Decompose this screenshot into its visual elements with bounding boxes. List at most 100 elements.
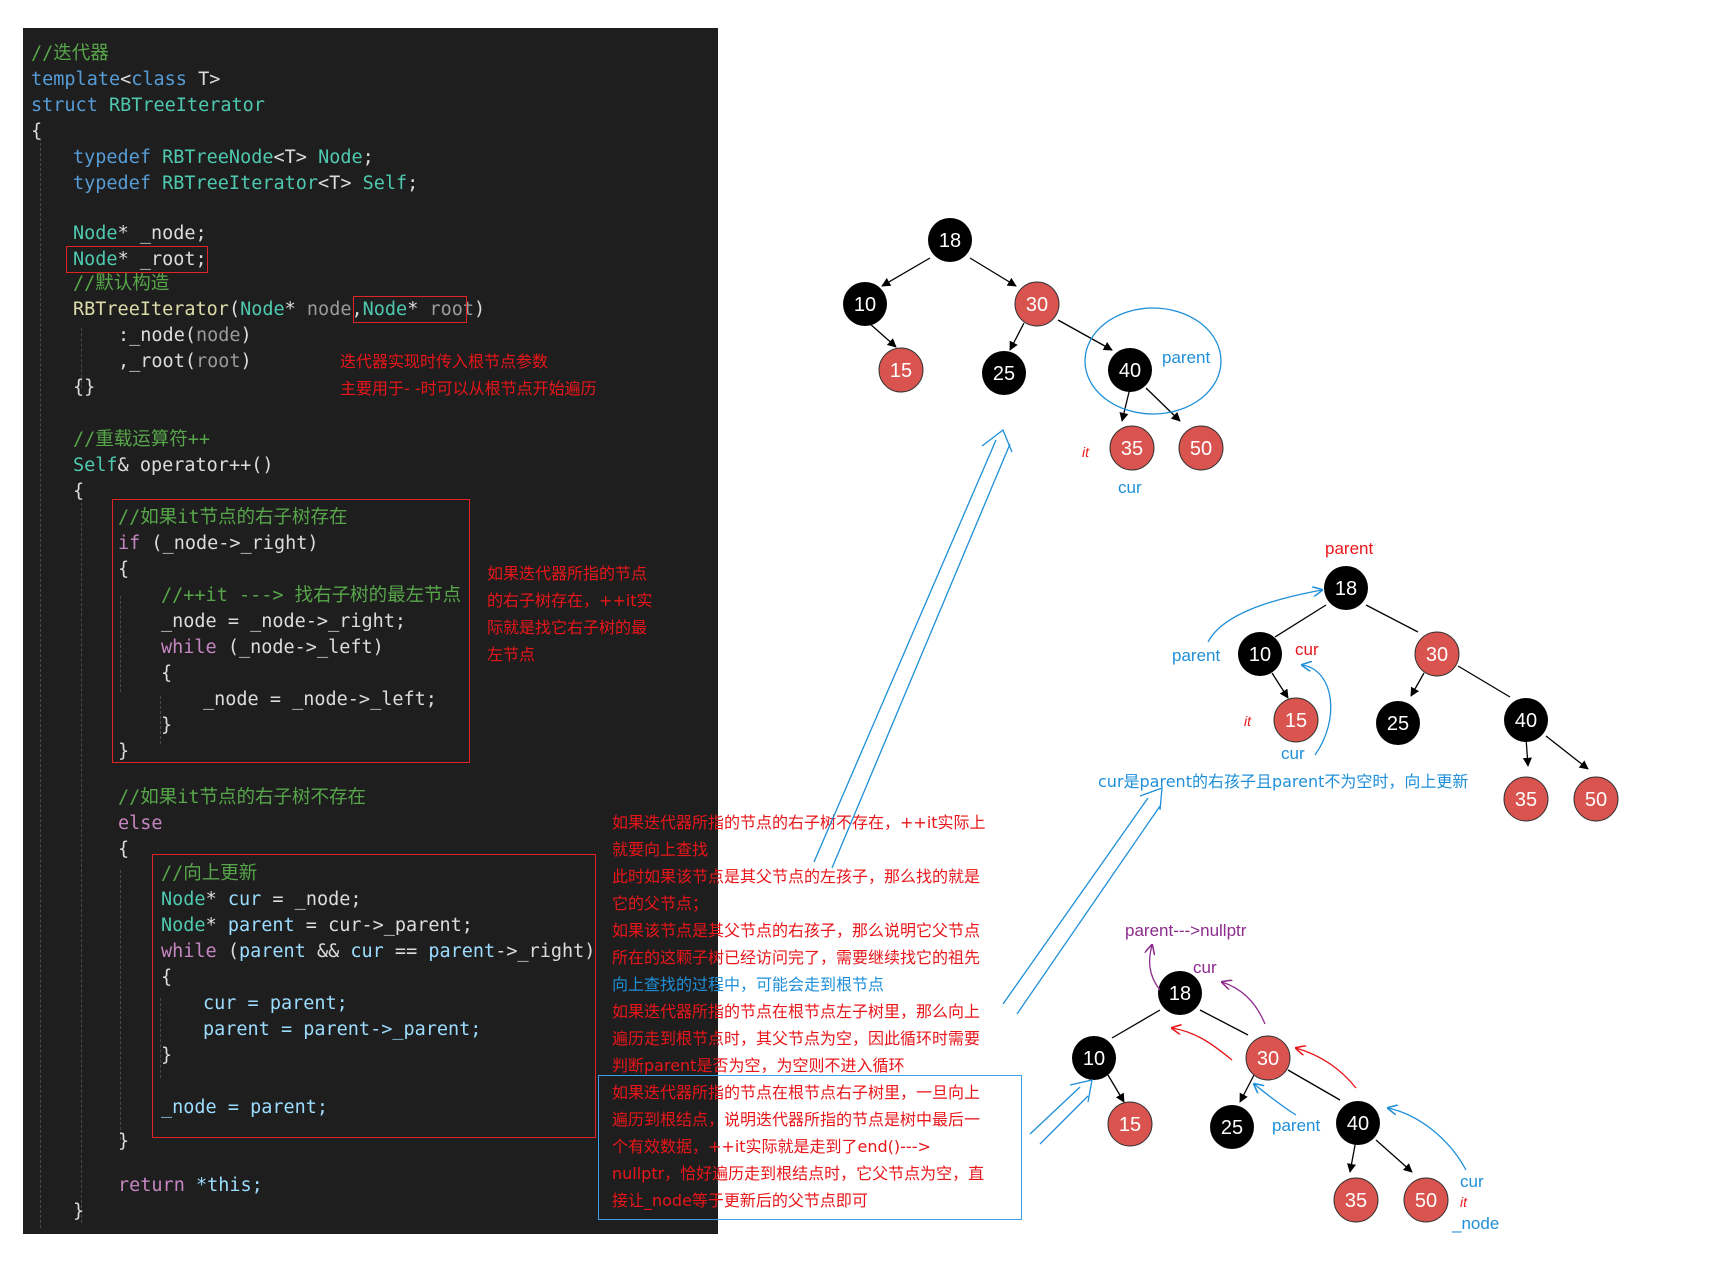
code-token: ; [407, 173, 419, 194]
code-token: T> [186, 69, 221, 90]
code-token: { [73, 481, 85, 502]
right-missing-note2-line: 如果迭代器所指的节点在根节点左子树里，那么向上 [612, 1002, 981, 1021]
tree-1: 18 10 30 15 25 40 35 50 parent it cur [843, 218, 1224, 497]
tree-node-red [1107, 1101, 1153, 1147]
code-type: Node [318, 147, 363, 168]
code-token: (_node->_left) [227, 637, 384, 658]
node-label: 18 [939, 230, 961, 252]
code-line: //++it ---> 找右子树的最左节点 [161, 584, 461, 608]
code-var: cur [227, 889, 262, 910]
tree-node-black [1072, 1036, 1116, 1080]
indent-guide [160, 696, 161, 744]
end-note-line: 如果迭代器所指的节点在根节点右子树里，一旦向上 [612, 1083, 981, 1102]
parent-highlight-ellipse [1084, 307, 1222, 415]
code-comment: //迭代器 [31, 43, 109, 64]
link-arrow-2 [1002, 787, 1163, 1015]
tree3-parent-label: parent [1272, 1116, 1320, 1135]
tree-node-red [1403, 1177, 1449, 1223]
code-token: = _node; [261, 889, 362, 910]
code-line: { [118, 838, 129, 862]
code-token: { [161, 663, 173, 684]
code-type: Self [362, 173, 408, 194]
code-token: = cur->_parent; [294, 915, 473, 936]
right-missing-note-line: 如果迭代器所指的节点的右子树不存在，++it实际上 [612, 813, 986, 832]
code-type: Node [161, 889, 206, 910]
code-line: { [31, 120, 42, 144]
code-line: return *this; [118, 1174, 263, 1198]
code-token: * [205, 889, 217, 910]
indent-guide [81, 503, 82, 1223]
code-line: Node* cur = _node; [161, 888, 362, 912]
indent-guide [120, 596, 121, 692]
node-label: 18 [1335, 578, 1357, 600]
node-label: 30 [1426, 644, 1448, 666]
code-token: _root [139, 249, 196, 270]
code-panel: //迭代器 template<class T> struct RBTreeIte… [23, 28, 718, 1234]
tree-edge [1119, 387, 1131, 422]
tree-node-red [1273, 697, 1319, 743]
tree1-parent-label: parent [1162, 348, 1210, 367]
code-token: operator++() [139, 455, 274, 476]
code-param: node [306, 299, 352, 320]
tree-edge [969, 257, 1017, 287]
code-token: & [117, 455, 129, 476]
code-token: , [118, 351, 130, 372]
right-exists-note-line: 如果迭代器所指的节点 [487, 564, 648, 583]
code-line: else [118, 812, 163, 836]
code-token: , [351, 299, 363, 320]
code-var: cur [350, 941, 384, 962]
link-arrow-1 [813, 428, 1013, 869]
code-comment: //向上更新 [161, 863, 258, 884]
code-line: if (_node->_right) [118, 532, 319, 556]
tree3-red-arrow [1172, 1028, 1233, 1061]
end-note-box [598, 1075, 1022, 1220]
tree2-root-parent-label: parent [1325, 539, 1373, 558]
tree-edge [1145, 387, 1181, 422]
code-line: RBTreeIterator(Node* node,Node* root) [73, 298, 485, 322]
end-note-line: 接让_node等于更新后的父节点即可 [612, 1191, 868, 1210]
code-param: root [195, 351, 241, 372]
tree-edge [1457, 665, 1511, 698]
code-token: } [161, 1045, 173, 1066]
node-label: 15 [890, 360, 912, 382]
tree-node-red [1333, 1177, 1379, 1223]
code-comment: //如果it节点的右子树存在 [118, 507, 348, 528]
code-keyword: return [118, 1175, 185, 1196]
code-line: Node* _root; [73, 248, 207, 272]
indent-guide [160, 998, 161, 1078]
tree3-purple-arrow [1150, 945, 1161, 991]
right-missing-note-line: 所在的这颗子树已经访问完了，需要继续找它的祖先 [612, 948, 981, 967]
tree2-left-parent-label: parent [1172, 646, 1220, 665]
tree-node-black [1238, 632, 1282, 676]
tree-node-black [843, 282, 887, 326]
root-param-highlight [353, 296, 467, 323]
code-token: (_node->_right) [151, 533, 319, 554]
node-label: 25 [1221, 1117, 1243, 1139]
code-token: {} [73, 377, 96, 398]
code-line: parent = parent->_parent; [203, 1018, 481, 1042]
code-line: cur = parent; [203, 992, 348, 1016]
code-token: ( [184, 351, 196, 372]
tree2-it-label: it [1244, 713, 1252, 729]
right-exists-note-line: 左节点 [487, 645, 536, 664]
tree-edge [1545, 735, 1589, 770]
code-line: _node = _node->_left; [203, 688, 437, 712]
code-type: Node [240, 299, 285, 320]
right-missing-note-line: 它的父节点； [612, 894, 709, 913]
node-label: 40 [1515, 710, 1537, 732]
tree-node-black [1376, 701, 1420, 745]
code-token: * [117, 249, 129, 270]
code-token: { [118, 559, 130, 580]
indent-guide [40, 138, 41, 1228]
code-token: && [305, 941, 351, 962]
code-token: ( [228, 299, 241, 320]
update-up-highlight [152, 854, 596, 1138]
code-type: RBTreeIterator [108, 95, 265, 116]
code-line: { [161, 662, 172, 686]
code-token: ; [195, 223, 207, 244]
right-missing-note-line: 如果该节点是其父节点的右孩子，那么说明它父节点 [612, 921, 981, 940]
code-line: //如果it节点的右子树存在 [118, 506, 348, 530]
tree-edge [881, 257, 931, 287]
tree2-cur-arrow [1302, 665, 1332, 756]
tree2-cur-lower-label: cur [1281, 744, 1305, 763]
